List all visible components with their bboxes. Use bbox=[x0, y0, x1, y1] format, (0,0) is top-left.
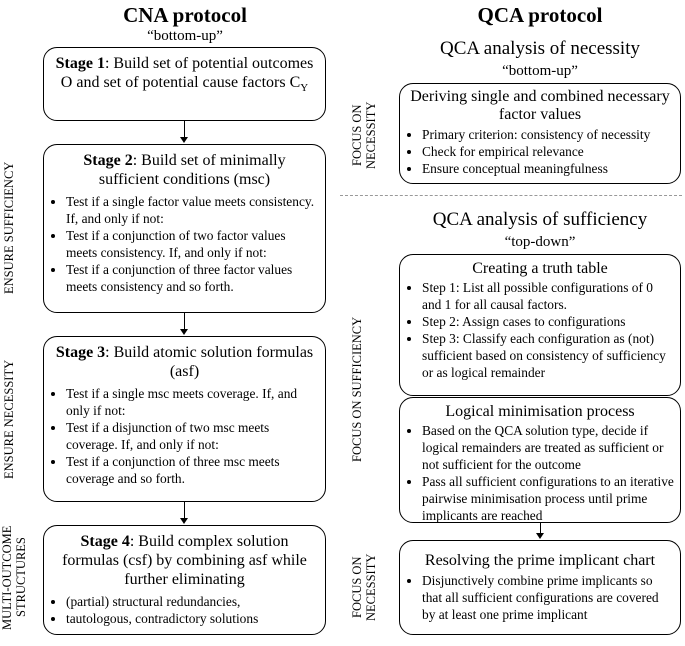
stage3-heading: Stage 3: Build atomic solution formulas … bbox=[55, 344, 314, 380]
stage2-list: Test if a single factor value meets cons… bbox=[44, 193, 325, 295]
list-item: (partial) structural redundancies, bbox=[66, 593, 325, 610]
qca-necessity-subtitle: “bottom-up” bbox=[502, 63, 578, 79]
truth-table-heading: Creating a truth table bbox=[472, 260, 608, 277]
stage4-heading: Stage 4: Build complex solution formulas… bbox=[62, 533, 307, 588]
prime-implicant-box: Resolving the prime implicant chart Disj… bbox=[399, 540, 681, 635]
list-item: Based on the QCA solution type, decide i… bbox=[422, 422, 674, 473]
stage4-list: (partial) structural redundancies, tauto… bbox=[44, 593, 325, 627]
list-item: Test if a conjunction of two factor valu… bbox=[66, 227, 317, 261]
arrowhead-3 bbox=[180, 518, 188, 524]
list-item: Step 2: Assign cases to configurations bbox=[422, 313, 674, 330]
minimisation-heading: Logical minimisation process bbox=[445, 403, 635, 420]
list-item: tautologous, contradictory solutions bbox=[66, 610, 325, 627]
list-item: Step 1: List all possible configurations… bbox=[422, 279, 674, 313]
arrow-1 bbox=[184, 121, 185, 138]
list-item: Test if a single factor value meets cons… bbox=[66, 193, 317, 227]
list-item: Test if a conjunction of three msc meets… bbox=[66, 453, 317, 487]
arrow-3 bbox=[184, 502, 185, 519]
qca-title: QCA protocol bbox=[477, 3, 603, 27]
stage2-heading: Stage 2: Build set of minimally sufficie… bbox=[83, 152, 286, 188]
list-item: Ensure conceptual meaningfulness bbox=[422, 160, 680, 177]
minimisation-list: Based on the QCA solution type, decide i… bbox=[400, 422, 680, 524]
section-divider bbox=[340, 195, 682, 196]
necessity-heading: Deriving single and combined necessary f… bbox=[410, 88, 670, 123]
cna-stage2-box: Stage 2: Build set of minimally sufficie… bbox=[43, 144, 326, 313]
side-label-ensure-necessity: ENSURE NECESSITY bbox=[2, 359, 16, 479]
arrow-5 bbox=[540, 523, 541, 534]
list-item: Step 3: Classify each configuration as (… bbox=[422, 330, 674, 381]
list-item: Test if a single msc meets coverage. If,… bbox=[66, 385, 317, 419]
list-item: Primary criterion: consistency of necess… bbox=[422, 126, 680, 143]
side-label-focus-on-sufficiency: FOCUS ON SUFFICIENCY bbox=[350, 316, 364, 462]
cna-stage4-box: Stage 4: Build complex solution formulas… bbox=[43, 525, 326, 635]
prime-implicant-heading: Resolving the prime implicant chart bbox=[424, 552, 656, 569]
arrowhead-2 bbox=[180, 329, 188, 335]
side-label-ensure-sufficiency: ENSURE SUFFICIENCY bbox=[2, 161, 16, 295]
truth-table-list: Step 1: List all possible configurations… bbox=[400, 279, 680, 381]
side-label-focus-on-necessity-top: FOCUS ON NECESSITY bbox=[350, 101, 378, 169]
arrowhead-5 bbox=[536, 533, 544, 539]
list-item: Test if a disjunction of two msc meets c… bbox=[66, 419, 317, 453]
stage3-list: Test if a single msc meets coverage. If,… bbox=[44, 385, 325, 487]
list-item: Check for empirical relevance bbox=[422, 143, 680, 160]
arrowhead-1 bbox=[180, 137, 188, 143]
cna-stage1-box: Stage 1: Build set of potential outcomes… bbox=[43, 47, 326, 121]
list-item: Disjunctively combine prime implicants s… bbox=[422, 572, 674, 623]
qca-necessity-title: QCA analysis of necessity bbox=[439, 38, 640, 59]
cna-stage3-box: Stage 3: Build atomic solution formulas … bbox=[43, 336, 326, 502]
truth-table-box: Creating a truth table Step 1: List all … bbox=[399, 254, 681, 396]
side-label-multi-outcome-structures: MULTI-OUTCOME STRUCTURES bbox=[0, 525, 28, 630]
cna-subtitle: “bottom-up” bbox=[147, 28, 223, 44]
list-item: Test if a conjunction of three factor va… bbox=[66, 261, 317, 295]
arrow-2 bbox=[184, 313, 185, 330]
qca-sufficiency-title: QCA analysis of sufficiency bbox=[432, 209, 648, 230]
cna-title: CNA protocol bbox=[123, 3, 247, 27]
qca-sufficiency-subtitle: “top-down” bbox=[504, 234, 576, 250]
stage1-text: Stage 1: Build set of potential outcomes… bbox=[55, 55, 314, 95]
side-label-focus-on-necessity-bottom: FOCUS ON NECESSITY bbox=[350, 553, 378, 622]
list-item: Pass all sufficient configurations to an… bbox=[422, 473, 674, 524]
necessity-list: Primary criterion: consistency of necess… bbox=[400, 126, 680, 177]
prime-implicant-list: Disjunctively combine prime implicants s… bbox=[400, 572, 680, 623]
necessity-box: Deriving single and combined necessary f… bbox=[399, 83, 681, 184]
minimisation-box: Logical minimisation process Based on th… bbox=[399, 397, 681, 523]
